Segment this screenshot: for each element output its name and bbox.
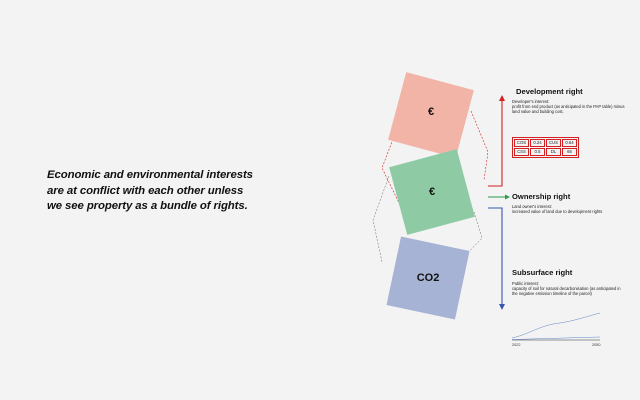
table-cell: DL	[546, 148, 561, 156]
table-cell: CUS	[546, 139, 561, 147]
table-cell: COS	[514, 139, 529, 147]
development-right-desc: Developer's interest: profit from end pr…	[512, 99, 627, 114]
ownership-right-desc: Land owner's interest: increased value o…	[512, 204, 627, 214]
table-cell: CSS	[514, 148, 529, 156]
table-row: COS 0.24 CUS 0.64	[514, 139, 577, 147]
co2-label: CO2	[416, 272, 440, 284]
development-arrowhead	[499, 95, 505, 101]
subsurface-arrowhead	[499, 304, 505, 310]
euro-label-ownership: €	[428, 186, 436, 198]
table-row: CSS 0.5 DL 66	[514, 148, 577, 156]
rights-table: COS 0.24 CUS 0.64 CSS 0.5 DL 66	[512, 137, 579, 158]
headline-line: Economic and environmental interests	[47, 169, 253, 181]
subsurface-right-desc: Public interest: capacity of soil for na…	[512, 281, 627, 296]
ownership-right-title: Ownership right	[512, 192, 571, 201]
headline-line: we see property as a bundle of rights.	[47, 200, 248, 212]
development-arrow	[488, 98, 503, 187]
headline: Economic and environmental interests are…	[47, 168, 307, 215]
subsurface-desc-line: capacity of soil for natural decarbonisa…	[512, 286, 621, 296]
timeline-end-label: 2050	[592, 343, 601, 347]
timeline-curve-upper	[511, 312, 601, 339]
ownership-desc-line: increased value of land due to developme…	[512, 209, 603, 214]
square-development	[388, 72, 474, 158]
subsurface-right-title: Subsurface right	[512, 268, 573, 277]
table-cell: 66	[562, 148, 577, 156]
table-cell: 0.64	[562, 139, 577, 147]
subsurface-arrow	[488, 207, 503, 306]
timeline-start-label: 2022	[512, 343, 521, 347]
table-cell: 0.5	[530, 148, 545, 156]
ownership-arrowhead	[505, 194, 510, 200]
headline-line: are at conflict with each other unless	[47, 184, 244, 197]
dashed-outline-top-right	[470, 110, 489, 181]
timeline-curve-lower	[511, 336, 601, 340]
subsurface-desc-line: Public interest:	[512, 281, 539, 286]
development-desc-line: Developer's interest:	[512, 99, 550, 104]
development-right-title: Development right	[516, 87, 583, 96]
square-subsurface	[386, 236, 470, 320]
square-ownership	[389, 149, 475, 235]
dashed-outline-bottom-left	[372, 175, 390, 263]
ownership-desc-line: Land owner's interest:	[512, 204, 552, 209]
euro-label-development: €	[427, 106, 435, 118]
development-desc-line: profit from end product (as anticipated …	[512, 104, 625, 114]
table-cell: 0.24	[530, 139, 545, 147]
